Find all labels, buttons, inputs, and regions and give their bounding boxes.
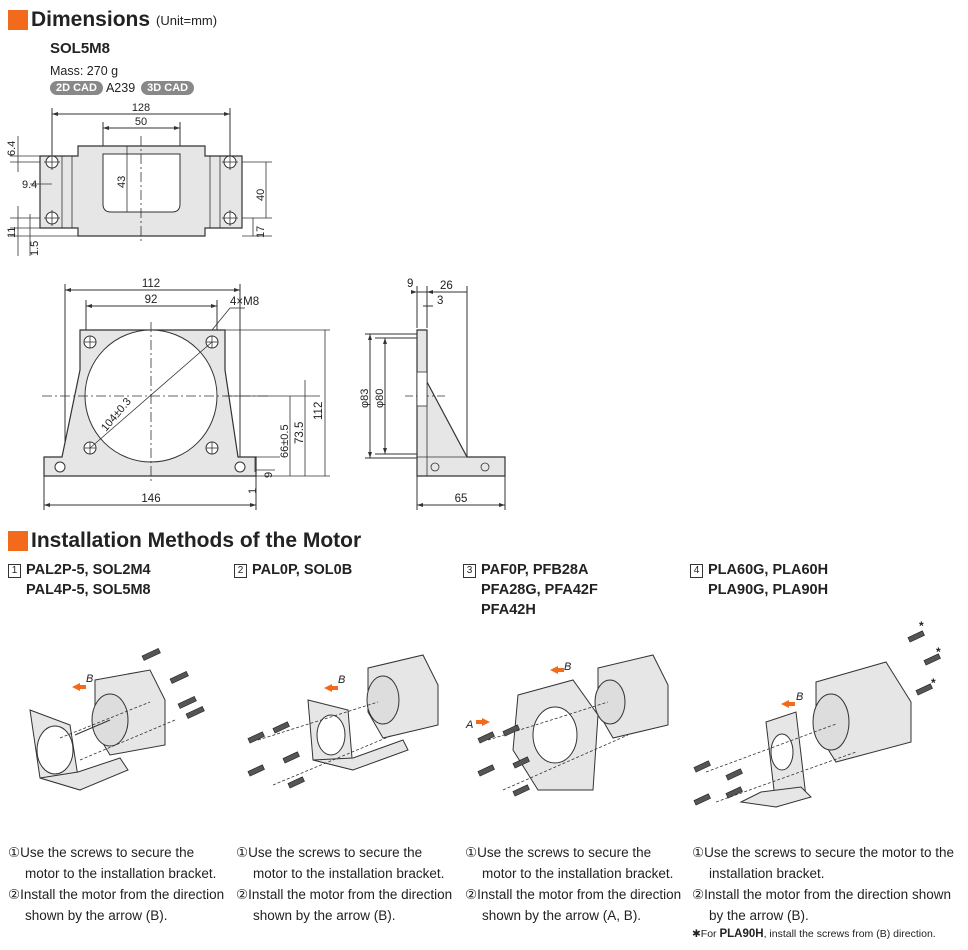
method-3-arrow-b: B (564, 661, 571, 673)
dim-1-5: 1.5 (29, 241, 41, 256)
dim-40: 40 (255, 189, 267, 201)
dim-4xm8: 4×M8 (230, 296, 259, 308)
dim-112-width: 112 (142, 278, 160, 290)
dim-65: 65 (455, 493, 468, 505)
method-2-note-4: shown by the arrow (B). (253, 908, 396, 923)
top-view-drawing: 128 50 6.4 9.4 43 40 11 1.5 17 (6, 102, 272, 256)
dim-9-4: 9.4 (22, 179, 37, 191)
dim-phi83: φ83 (359, 389, 371, 408)
method-1-heading: 1 PAL2P-5, SOL2M4 PAL4P-5, SOL5M8 (8, 560, 151, 600)
method-3-models-c: PFA42H (481, 602, 536, 618)
method-4-asterisk-3: * (931, 676, 936, 690)
dimensions-header: Dimensions (Unit=mm) (8, 8, 217, 32)
side-view-drawing: 9 26 3 φ83 φ80 65 (359, 278, 506, 510)
dimensions-title: Dimensions (31, 8, 151, 31)
method-4-note-4: by the arrow (B). (709, 908, 809, 923)
section-marker-icon (8, 531, 28, 551)
pla90h-footnote: ✱For PLA90H, install the screws from (B)… (692, 928, 936, 940)
installation-header: Installation Methods of the Motor (8, 529, 361, 553)
method-4-illustration: B * * * (693, 619, 941, 808)
dim-112-height: 112 (313, 402, 325, 420)
method-1-note-2: motor to the installation bracket. (25, 866, 217, 881)
method-3-note-4: shown by the arrow (A, B). (482, 908, 642, 923)
method-3-illustration: A B (465, 654, 669, 797)
method-2-illustration: B (247, 654, 439, 789)
dim-9-side: 9 (407, 278, 413, 290)
method-2-note-3: ②Install the motor from the direction (236, 887, 453, 902)
model-name: SOL5M8 (50, 40, 111, 57)
dim-92: 92 (145, 294, 158, 306)
dim-11: 11 (6, 227, 18, 238)
dim-6-4: 6.4 (6, 141, 18, 156)
method-1-models-a: PAL2P-5, SOL2M4 (26, 562, 151, 578)
method-4-models-a: PLA60G, PLA60H (708, 562, 829, 578)
method-1-arrow-b: B (86, 673, 93, 685)
front-view-drawing: 112 92 4×M8 104±0.3 66±0.5 73.5 112 1 9 … (42, 278, 330, 510)
method-3-note-3: ②Install the motor from the direction (465, 887, 682, 902)
method-1-note-1: ①Use the screws to secure the (8, 845, 195, 860)
installation-title: Installation Methods of the Motor (31, 529, 362, 552)
footnote-text: , install the screws from (B) direction. (763, 928, 936, 940)
method-2-note-1: ①Use the screws to secure the (236, 845, 423, 860)
method-2-notes: ①Use the screws to secure the motor to t… (236, 842, 452, 926)
dim-17: 17 (255, 226, 267, 238)
method-1-note-4: shown by the arrow (B). (25, 908, 168, 923)
method-1-illustration: B (29, 647, 205, 791)
footnote-mark: ✱For (692, 928, 720, 940)
method-1-models-b: PAL4P-5, SOL5M8 (26, 582, 151, 598)
dim-43: 43 (116, 176, 128, 188)
method-4-note-1: ①Use the screws to secure the motor to t… (692, 845, 954, 860)
dim-26: 26 (440, 280, 453, 292)
method-3-arrow-a: A (465, 719, 473, 731)
dim-9: 9 (263, 472, 275, 478)
method-3-models-a: PAF0P, PFB28A (481, 562, 589, 578)
method-3-number: 3 (463, 564, 476, 578)
method-4-notes: ①Use the screws to secure the motor to t… (692, 842, 954, 926)
method-2-number: 2 (234, 564, 247, 578)
method-2-heading: 2 PAL0P, SOL0B (234, 560, 352, 580)
method-3-note-1: ①Use the screws to secure the (465, 845, 652, 860)
method-2-arrow-b: B (338, 674, 345, 686)
cad-2d-button[interactable]: 2D CAD (50, 81, 103, 95)
dim-128: 128 (132, 102, 150, 114)
section-marker-icon (8, 10, 28, 30)
dim-66: 66±0.5 (279, 424, 291, 458)
dim-73-5: 73.5 (294, 422, 306, 444)
method-4-number: 4 (690, 564, 703, 578)
dim-50: 50 (135, 116, 147, 128)
method-3-notes: ①Use the screws to secure the motor to t… (465, 842, 681, 926)
cad-2d-ref: A239 (105, 81, 136, 95)
method-4-asterisk-2: * (936, 645, 941, 659)
dimensions-unit: (Unit=mm) (156, 12, 218, 28)
cad-3d-button[interactable]: 3D CAD (141, 81, 195, 95)
footnote-model: PLA90H (719, 928, 764, 940)
method-1-notes: ①Use the screws to secure the motor to t… (8, 842, 224, 926)
method-4-arrow-b: B (796, 691, 803, 703)
method-3-heading: 3 PAF0P, PFB28A PFA28G, PFA42F PFA42H (463, 560, 598, 620)
method-1-number: 1 (8, 564, 21, 578)
method-3-models-b: PFA28G, PFA42F (481, 582, 598, 598)
dim-1: 1 (247, 488, 259, 494)
dim-phi80: φ80 (374, 389, 386, 408)
method-1-note-3: ②Install the motor from the direction (8, 887, 225, 902)
method-4-note-2: installation bracket. (709, 866, 825, 881)
method-4-asterisk-1: * (919, 619, 924, 633)
method-2-note-2: motor to the installation bracket. (253, 866, 445, 881)
mass-label: Mass: 270 g (50, 64, 119, 78)
method-4-note-3: ②Install the motor from the direction sh… (692, 887, 951, 902)
method-2-models-a: PAL0P, SOL0B (252, 562, 353, 578)
method-4-models-b: PLA90G, PLA90H (708, 582, 829, 598)
dim-146: 146 (141, 493, 160, 505)
method-4-heading: 4 PLA60G, PLA60H PLA90G, PLA90H (690, 560, 828, 600)
cad-links: 2D CAD A239 3D CAD (50, 81, 195, 95)
dim-3: 3 (437, 295, 443, 307)
method-3-note-2: motor to the installation bracket. (482, 866, 674, 881)
